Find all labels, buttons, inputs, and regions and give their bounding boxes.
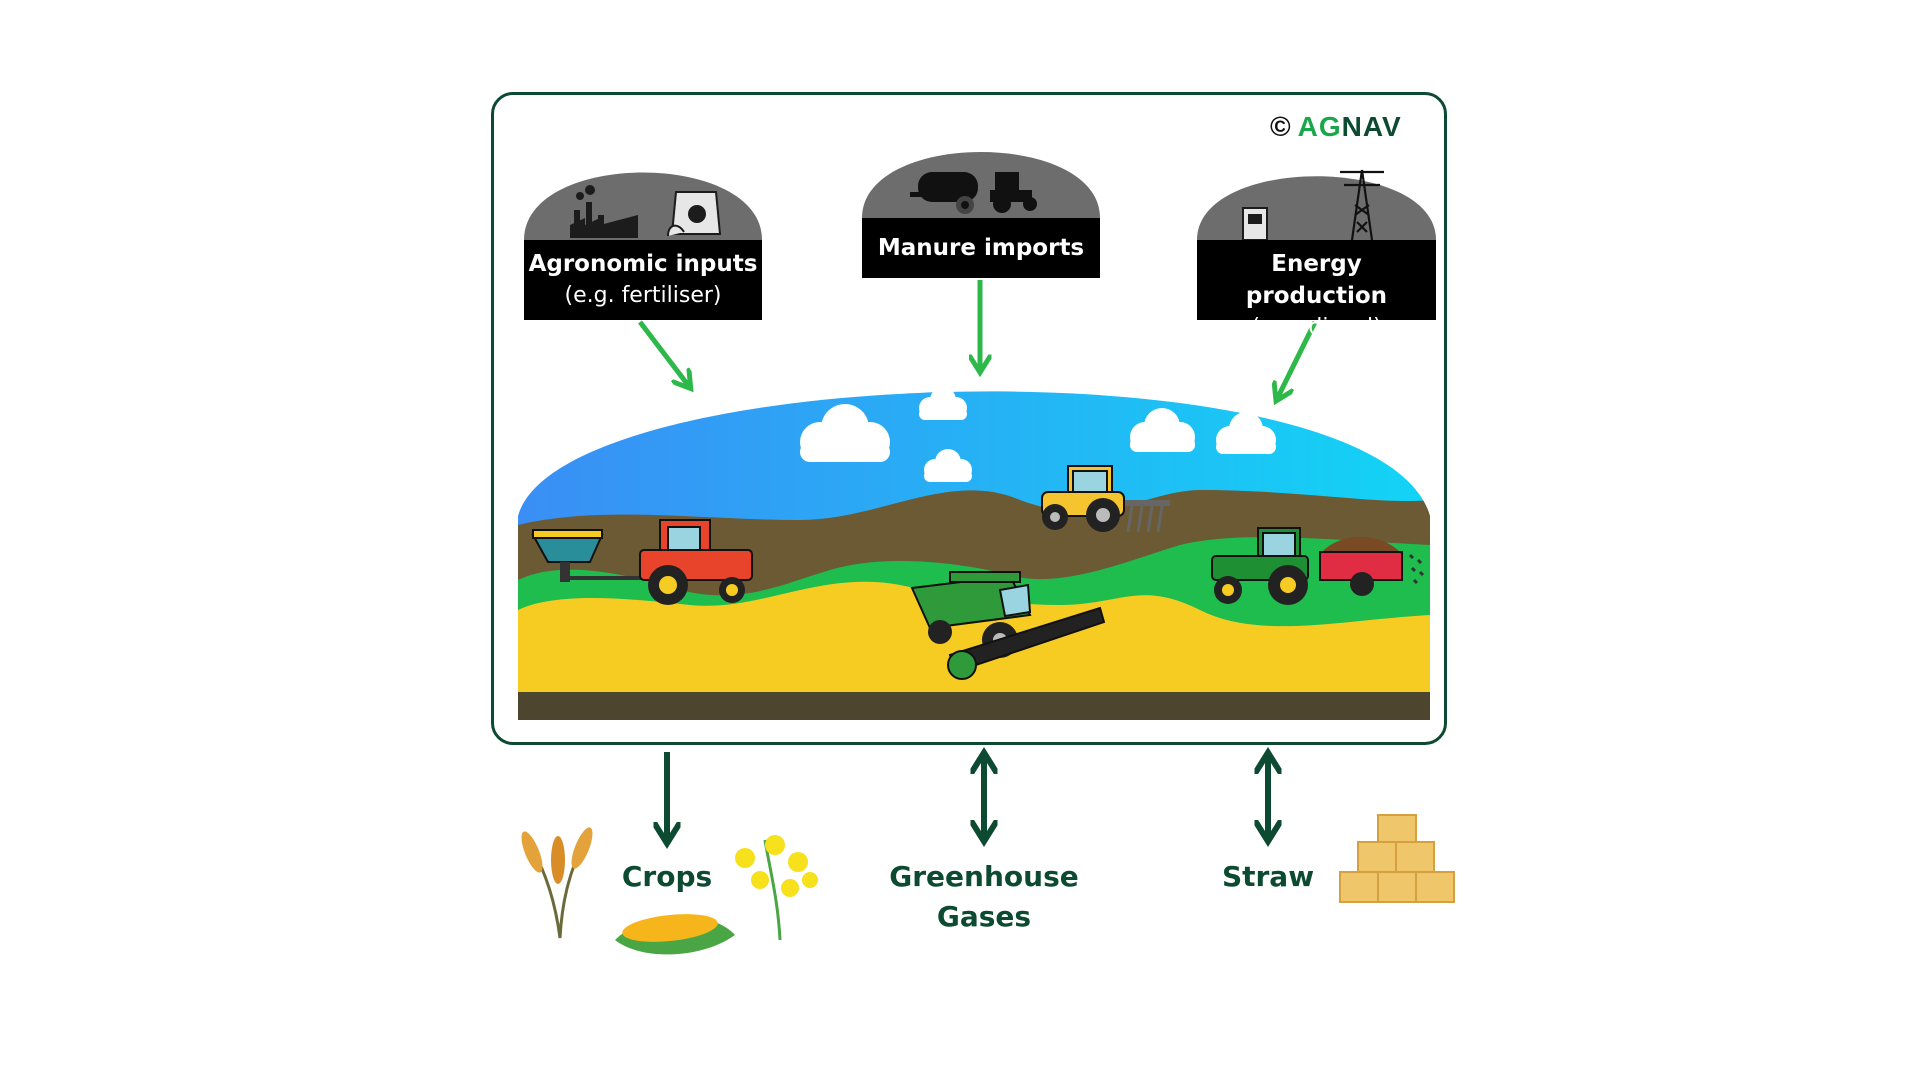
green-combine-harvester-icon: [910, 571, 1106, 680]
input-hill-energy: [1197, 176, 1436, 240]
input-hill-agronomic: [524, 172, 762, 240]
brand-logo: ©AGNAV: [1270, 111, 1402, 143]
brand-name-part2: NAV: [1341, 111, 1402, 142]
input-subtitle: (e.g. diesel): [1251, 315, 1382, 340]
input-label-manure: Manure imports: [862, 218, 1100, 278]
rapeseed-flower-icon: [735, 835, 818, 941]
factory-icon: [570, 185, 638, 238]
green-tractor-manure-spreader-icon: [1211, 527, 1425, 605]
fertiliser-bag-icon: [667, 191, 722, 237]
farm-system-boundary: [491, 92, 1447, 745]
tractor-icon: [990, 172, 1037, 213]
fuel-pump-icon: [1242, 207, 1268, 241]
arrow-agronomic-inputs: [638, 320, 688, 385]
brand-name-part1: AG: [1297, 111, 1342, 142]
cloud-icon: [800, 404, 890, 462]
arrow-energy-production: [1278, 320, 1318, 397]
wheat-icon: [521, 827, 593, 939]
input-title: Energy production: [1245, 251, 1388, 309]
input-title: Agronomic inputs: [528, 251, 758, 277]
slurry-tanker-icon: [910, 172, 978, 214]
output-label-greenhouse-gases: Greenhouse Gases: [864, 857, 1104, 937]
output-label-straw: Straw: [1221, 860, 1315, 893]
cloud-icon: [1216, 412, 1276, 454]
cloud-icon: [919, 387, 967, 420]
output-label-crops: Crops: [621, 860, 713, 893]
copyright-symbol: ©: [1270, 111, 1292, 142]
straw-bales-icon: [1339, 814, 1455, 903]
yellow-tractor-cultivator-icon: [1041, 465, 1170, 533]
red-tractor-spreader-icon: [531, 519, 753, 605]
input-hill-manure: [862, 152, 1100, 218]
power-pylon-icon: [1340, 169, 1384, 241]
corn-icon: [615, 914, 735, 955]
cloud-icon: [924, 449, 972, 482]
input-subtitle: (e.g. fertiliser): [564, 283, 722, 308]
output-label-line1: Greenhouse: [889, 860, 1079, 893]
cloud-icon: [1130, 408, 1195, 452]
input-label-energy: Energy production (e.g. diesel): [1197, 240, 1436, 340]
output-label-line2: Gases: [936, 900, 1032, 933]
input-title: Manure imports: [877, 235, 1085, 261]
input-label-agronomic: Agronomic inputs (e.g. fertiliser): [524, 240, 762, 320]
